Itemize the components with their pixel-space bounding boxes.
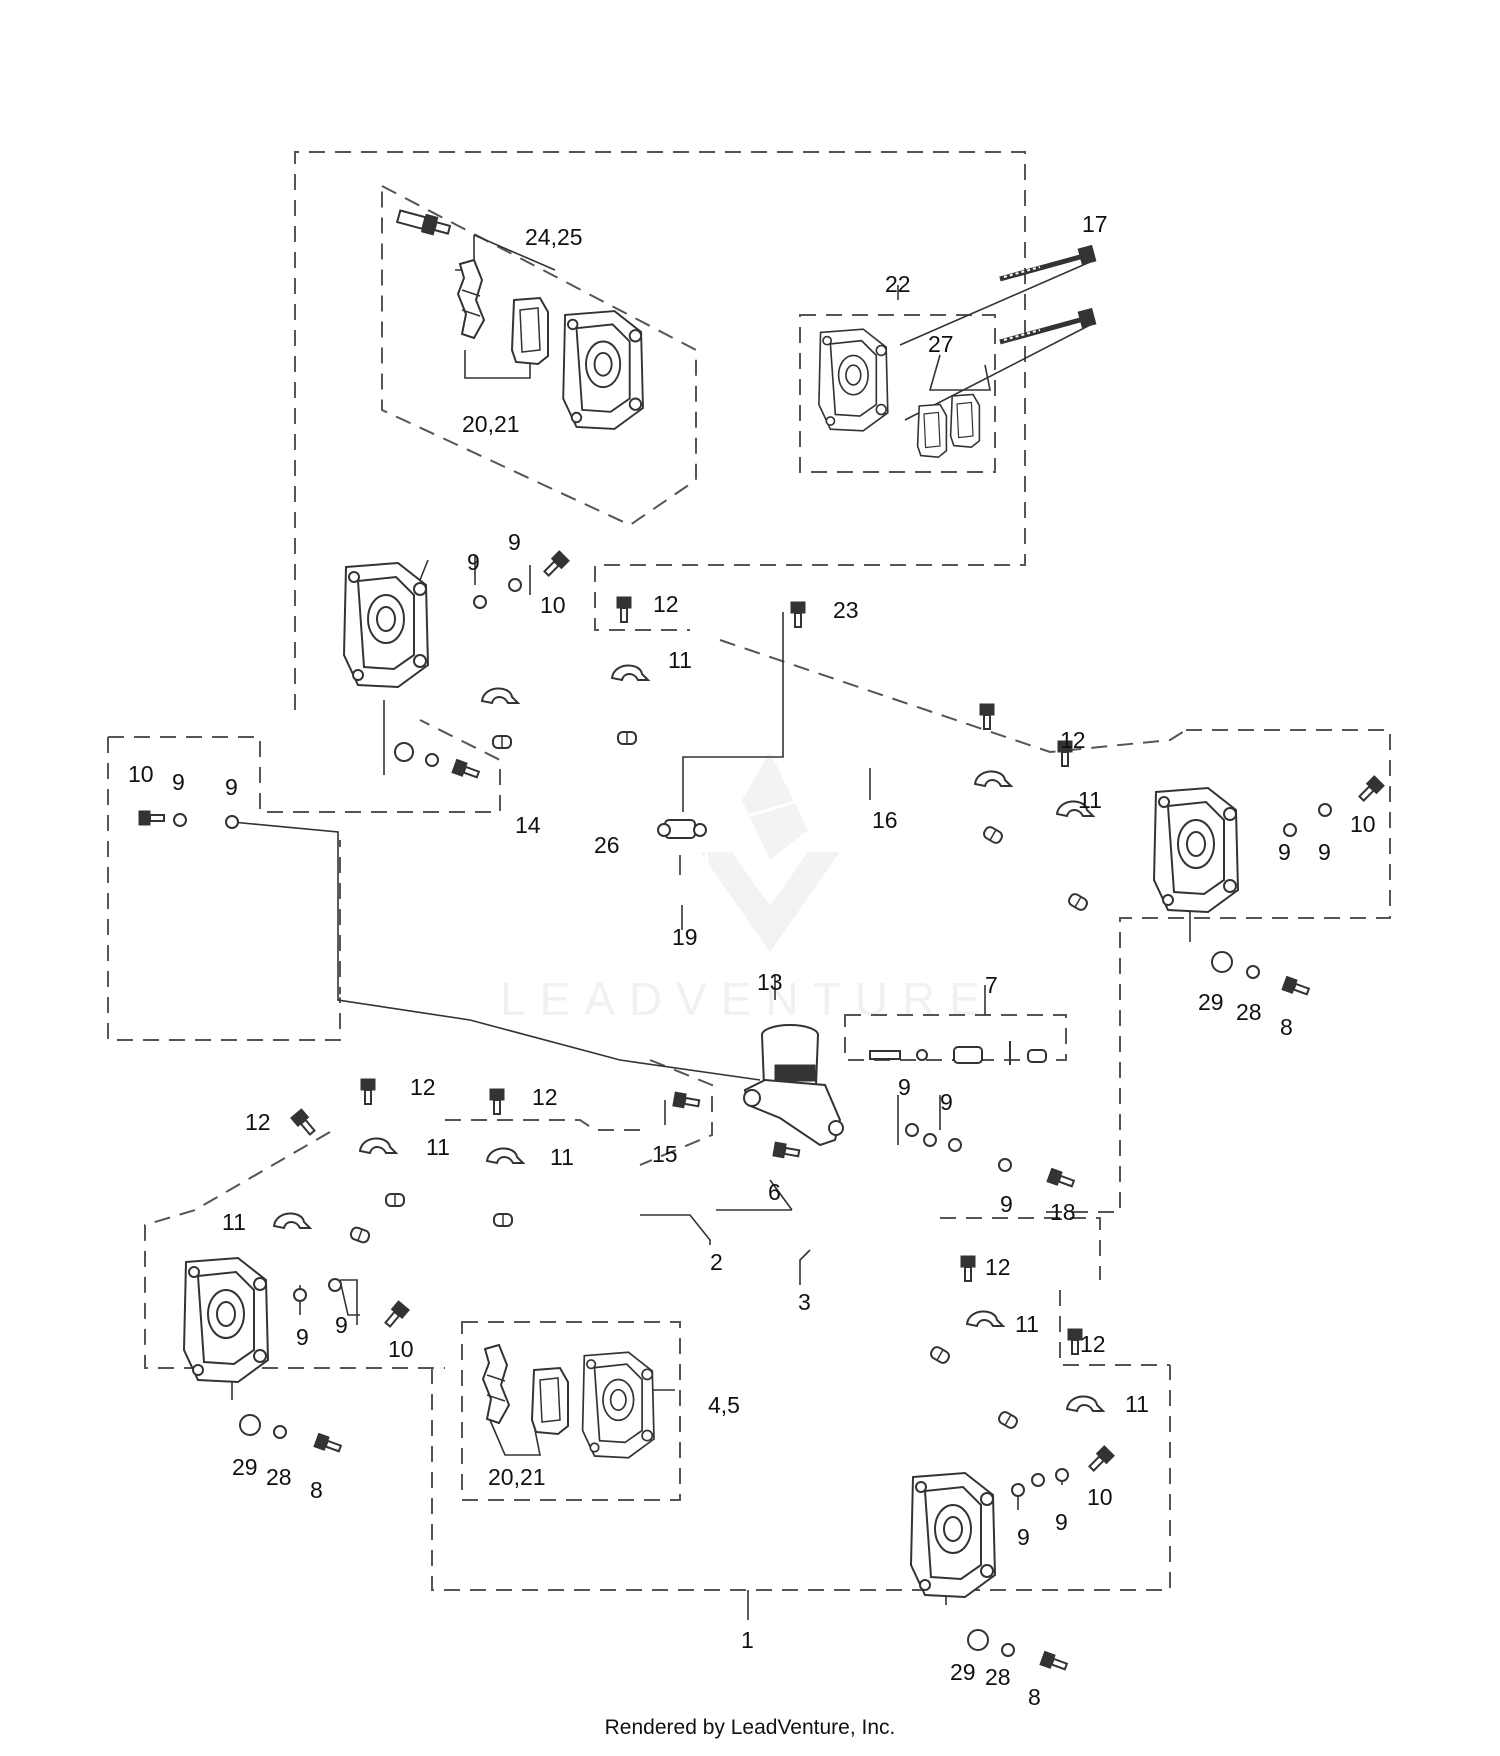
callout-9-b: 9 [508, 529, 521, 555]
callout-29-a: 29 [1198, 989, 1224, 1015]
front-caliper-upper-kit [395, 209, 644, 430]
callout-19: 19 [672, 924, 698, 950]
callout-9-m: 9 [1055, 1509, 1068, 1535]
callout-3: 3 [798, 1289, 811, 1315]
callout-11-b: 11 [1078, 787, 1102, 813]
callout-8-c: 8 [1028, 1684, 1041, 1710]
caliper-lower-right [910, 1444, 1116, 1675]
callout-29-b: 29 [232, 1454, 258, 1480]
callout-9-a: 9 [467, 549, 480, 575]
callout-28-c: 28 [985, 1664, 1011, 1690]
callout-28-b: 28 [266, 1464, 292, 1490]
callout-12-f: 12 [985, 1254, 1011, 1280]
callout-2: 2 [710, 1249, 723, 1275]
callout-12-a: 12 [653, 591, 679, 617]
callout-8-b: 8 [310, 1477, 323, 1503]
callout-9-l: 9 [1017, 1524, 1030, 1550]
master-cylinder [743, 1024, 1077, 1192]
callout-15: 15 [652, 1141, 678, 1167]
callout-24-25: 24,25 [525, 224, 583, 250]
callout-4-5: 4,5 [708, 1392, 740, 1418]
caliper-right [1153, 774, 1386, 1000]
callout-10-d: 10 [388, 1336, 414, 1362]
callout-8-a: 8 [1280, 1014, 1293, 1040]
callout-11-a: 11 [668, 647, 692, 673]
callout-12-b: 12 [1060, 727, 1086, 753]
brake-lines [168, 623, 1152, 1490]
callout-22: 22 [885, 271, 911, 297]
callout-9-f: 9 [1318, 839, 1331, 865]
callout-28-a: 28 [1236, 999, 1262, 1025]
callout-9-j: 9 [296, 1324, 309, 1350]
callout-12-e: 12 [245, 1109, 271, 1135]
callout-labels: 17 24,25 22 27 20,21 9 9 10 12 23 11 12 … [128, 211, 1376, 1710]
callout-12-g: 12 [1080, 1331, 1106, 1357]
caliper-lower-left [183, 1257, 411, 1457]
render-credit-footer: Rendered by LeadVenture, Inc. [604, 1716, 896, 1739]
callout-23: 23 [833, 597, 859, 623]
callout-20-21-lower: 20,21 [488, 1464, 546, 1490]
callout-9-d: 9 [225, 774, 238, 800]
callout-14: 14 [515, 812, 541, 838]
callout-9-g: 9 [898, 1074, 911, 1100]
callout-11-c: 11 [426, 1134, 450, 1160]
callout-16: 16 [872, 807, 898, 833]
callout-29-c: 29 [950, 1659, 976, 1685]
watermark-text: LEADVENTURE [500, 973, 994, 1025]
callout-26: 26 [594, 832, 620, 858]
callout-27: 27 [928, 331, 954, 357]
callout-9-h: 9 [940, 1089, 953, 1115]
callout-9-c: 9 [172, 769, 185, 795]
callout-20-21-upper: 20,21 [462, 411, 520, 437]
callout-9-e: 9 [1278, 839, 1291, 865]
callout-6: 6 [768, 1179, 781, 1205]
leadventure-watermark: LEADVENTURE [500, 752, 994, 1025]
callout-7: 7 [985, 972, 998, 998]
callout-11-d: 11 [550, 1144, 574, 1170]
callout-18: 18 [1050, 1199, 1076, 1225]
brake-line-junction [657, 819, 707, 839]
callout-12-c: 12 [410, 1074, 436, 1100]
callout-11-f: 11 [1015, 1311, 1039, 1337]
callout-10-e: 10 [1087, 1484, 1113, 1510]
callout-11-g: 11 [1125, 1391, 1149, 1417]
callout-12-d: 12 [532, 1084, 558, 1110]
callout-9-i: 9 [1000, 1191, 1013, 1217]
callout-17: 17 [1082, 211, 1108, 237]
caliper-upper-left [343, 549, 571, 783]
callout-1: 1 [741, 1627, 754, 1653]
group-boxes [107, 151, 1391, 1591]
callout-10-c: 10 [128, 761, 154, 787]
callout-11-e: 11 [222, 1209, 246, 1235]
callout-13: 13 [757, 969, 783, 995]
callout-9-k: 9 [335, 1312, 348, 1338]
callout-10-a: 10 [540, 592, 566, 618]
caliper-pads-lower-inset [482, 1344, 655, 1459]
callout-10-b: 10 [1350, 811, 1376, 837]
